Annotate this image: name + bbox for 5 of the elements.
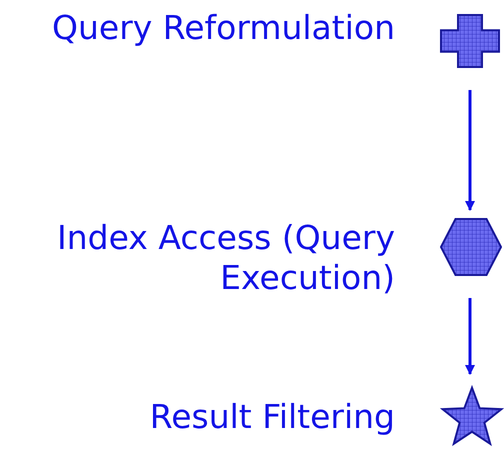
arrow [465, 298, 475, 375]
step-label: Result Filtering [148, 397, 395, 437]
step-label: Index Access (Query Execution) [56, 218, 395, 298]
step-label: Query Reformulation [51, 8, 395, 48]
arrow [465, 90, 475, 211]
